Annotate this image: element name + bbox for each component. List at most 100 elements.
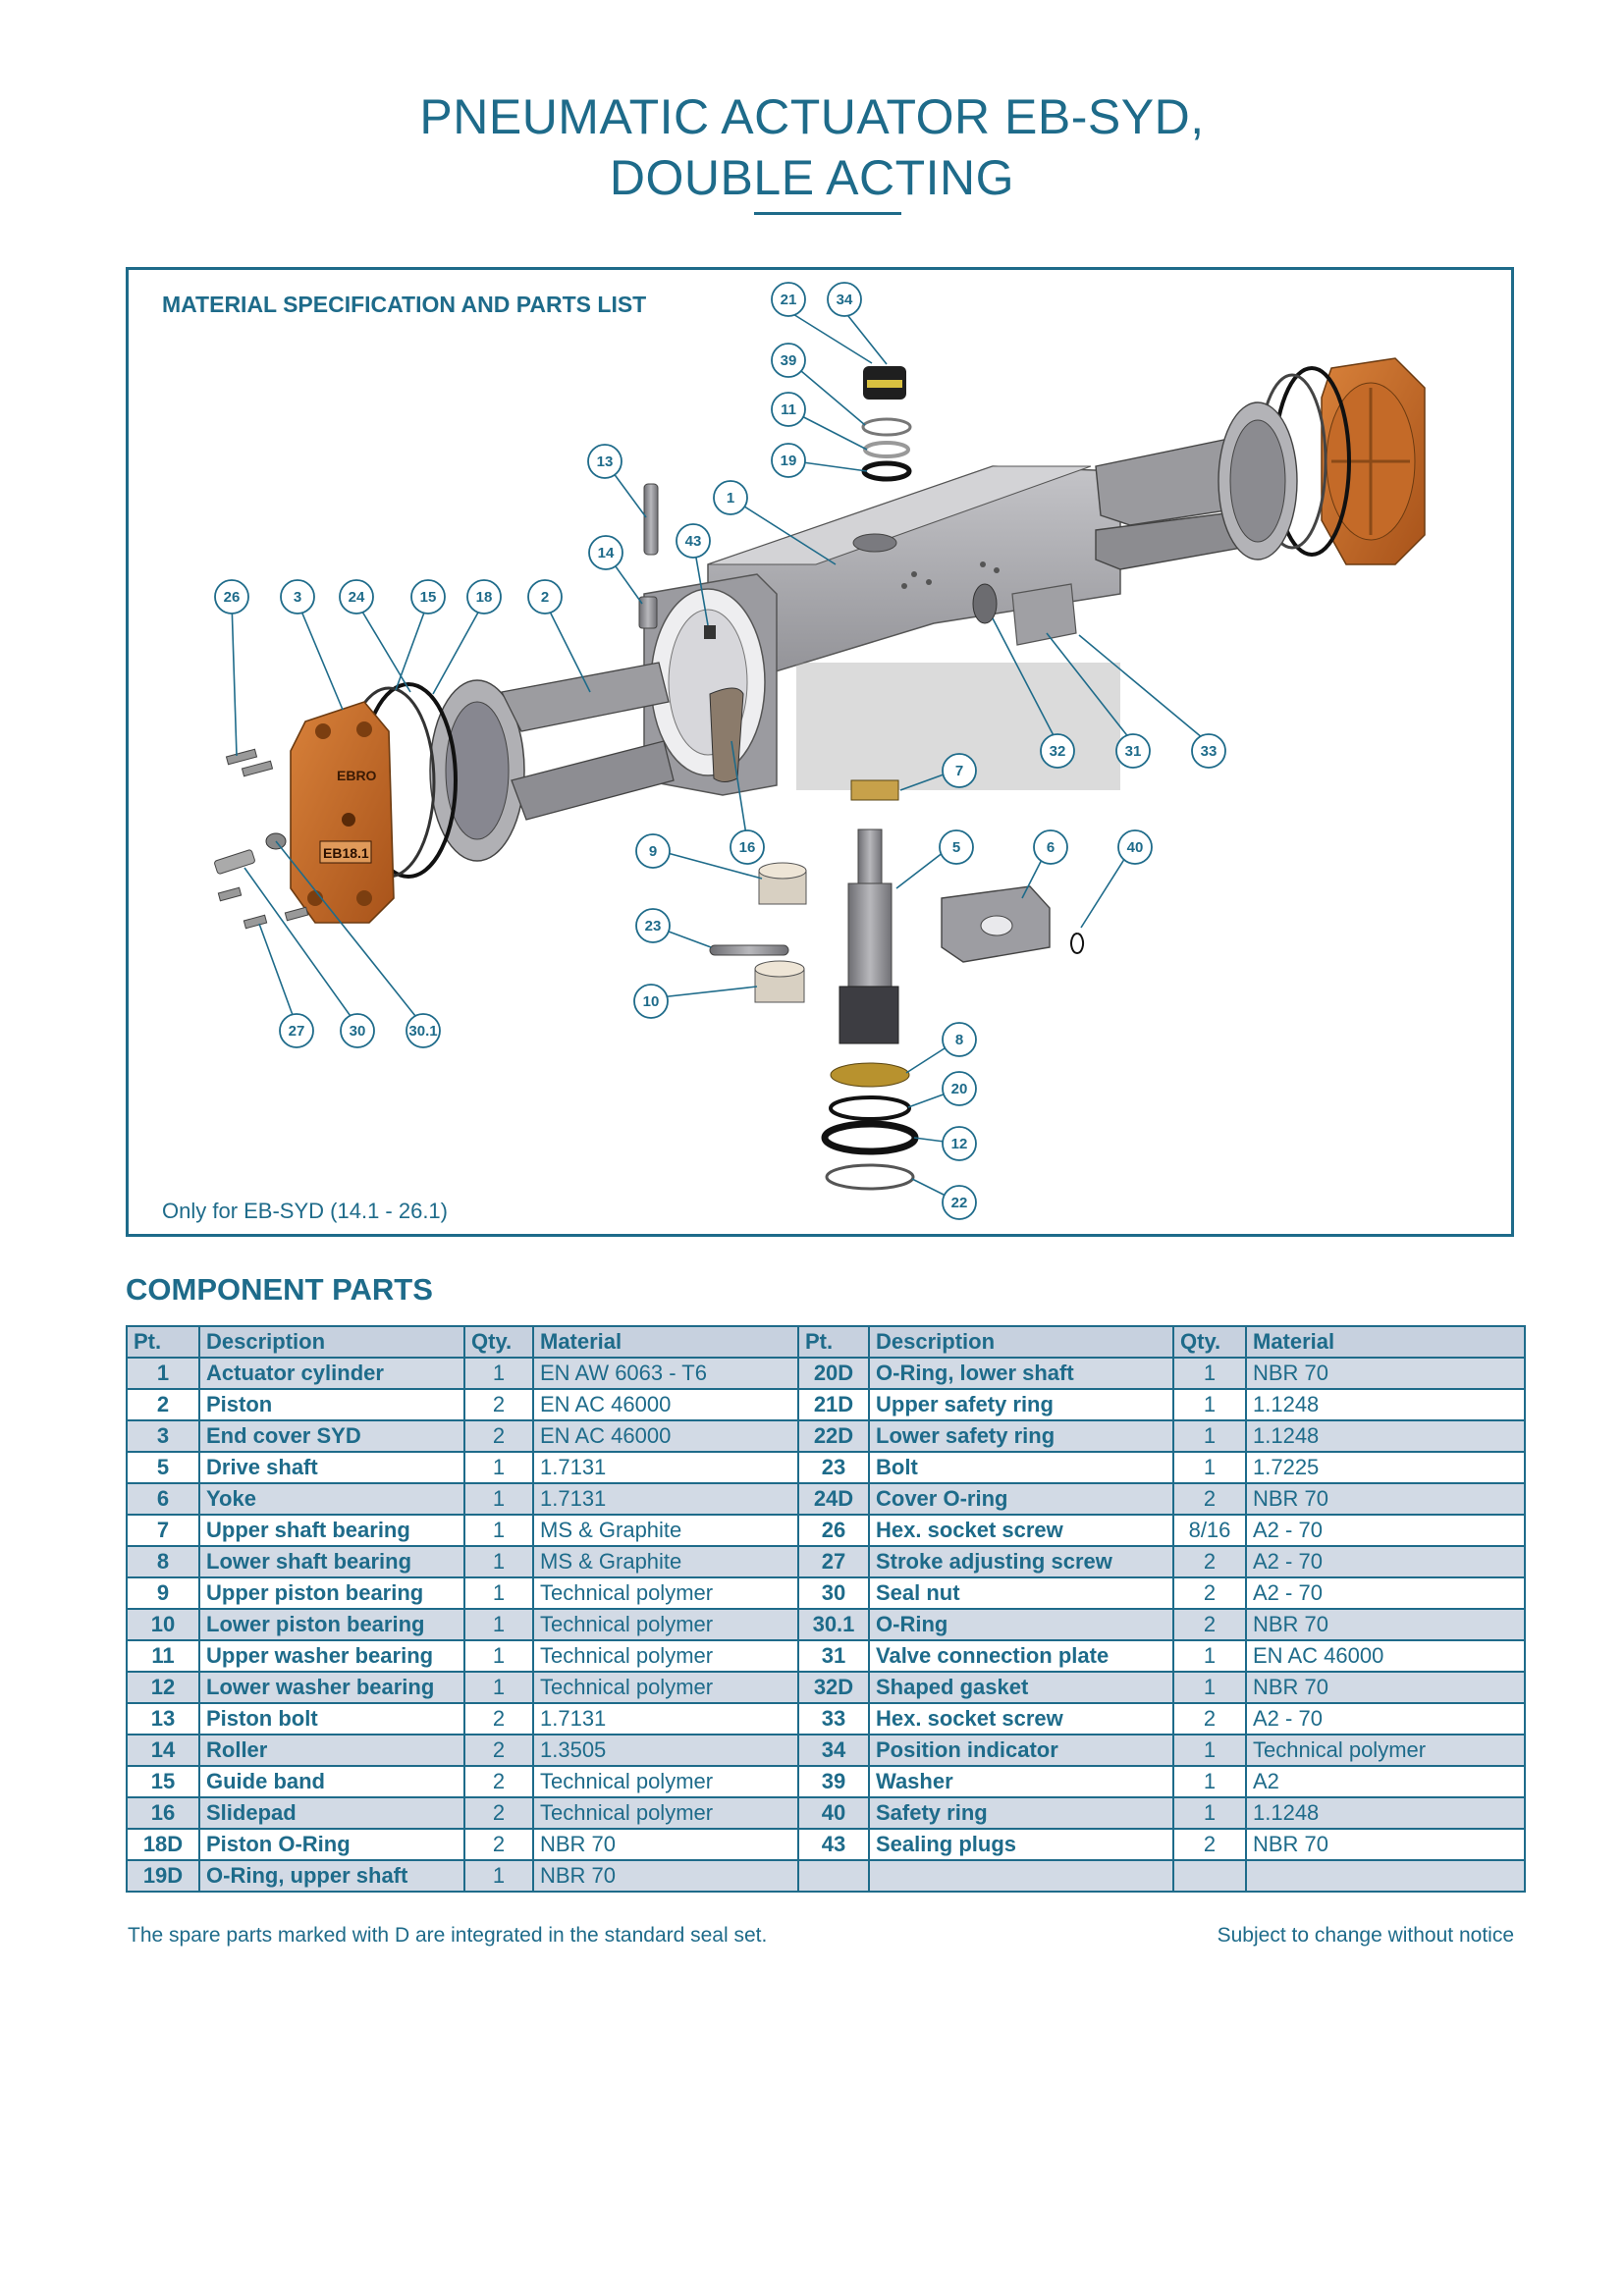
part-material: Technical polymer xyxy=(532,1639,799,1673)
callout-15: 15 xyxy=(410,579,446,614)
part-number: 20D xyxy=(797,1357,870,1390)
part-description: Upper piston bearing xyxy=(198,1576,465,1610)
valve-plate-part xyxy=(1011,583,1077,646)
change-notice-footnote: Subject to change without notice xyxy=(1217,1924,1514,1947)
part-material: EN AC 46000 xyxy=(532,1388,799,1421)
svg-text:15: 15 xyxy=(420,589,437,606)
part-material: EN AW 6063 - T6 xyxy=(532,1357,799,1390)
svg-text:30.1: 30.1 xyxy=(408,1023,437,1040)
callout-10: 10 xyxy=(633,984,669,1019)
part-quantity: 1 xyxy=(1172,1796,1247,1830)
part-quantity: 2 xyxy=(463,1734,534,1767)
part-quantity: 1 xyxy=(463,1639,534,1673)
part-number: 32D xyxy=(797,1671,870,1704)
shaped-gasket-part xyxy=(972,583,998,624)
part-description: Piston O-Ring xyxy=(198,1828,465,1861)
callout-40: 40 xyxy=(1117,829,1153,865)
part-quantity: 2 xyxy=(1172,1702,1247,1735)
part-number: 13 xyxy=(126,1702,200,1735)
part-description: Lower piston bearing xyxy=(198,1608,465,1641)
part-material: Technical polymer xyxy=(532,1608,799,1641)
part-number: 18D xyxy=(126,1828,200,1861)
part-description: Yoke xyxy=(198,1482,465,1516)
part-material: MS & Graphite xyxy=(532,1514,799,1547)
part-number: 9 xyxy=(126,1576,200,1610)
callout-8: 8 xyxy=(942,1022,977,1057)
part-material: NBR 70 xyxy=(1245,1828,1526,1861)
component-parts-title: COMPONENT PARTS xyxy=(126,1272,433,1307)
part-number: 11 xyxy=(126,1639,200,1673)
part-description: O-Ring, lower shaft xyxy=(868,1357,1174,1390)
part-material: MS & Graphite xyxy=(532,1545,799,1578)
part-number: 10 xyxy=(126,1608,200,1641)
part-quantity xyxy=(1172,1859,1247,1893)
part-number: 3 xyxy=(126,1419,200,1453)
callout-6: 6 xyxy=(1033,829,1068,865)
part-description: Roller xyxy=(198,1734,465,1767)
part-number: 8 xyxy=(126,1545,200,1578)
part-description: Guide band xyxy=(198,1765,465,1798)
part-quantity: 1 xyxy=(463,1545,534,1578)
part-quantity: 2 xyxy=(463,1765,534,1798)
callout-24: 24 xyxy=(339,579,374,614)
washer-part xyxy=(861,417,912,437)
upper-washer-bearing-part xyxy=(863,441,910,458)
svg-text:43: 43 xyxy=(685,533,702,550)
part-number: 30.1 xyxy=(797,1608,870,1641)
svg-text:22: 22 xyxy=(951,1195,968,1211)
svg-text:1: 1 xyxy=(727,490,734,507)
svg-text:31: 31 xyxy=(1125,743,1142,760)
svg-text:34: 34 xyxy=(837,292,853,308)
col-header-description: Description xyxy=(198,1325,465,1359)
part-number: 43 xyxy=(797,1828,870,1861)
part-material: NBR 70 xyxy=(1245,1357,1526,1390)
part-material xyxy=(1245,1859,1526,1893)
part-material: A2 - 70 xyxy=(1245,1702,1526,1735)
part-description: Actuator cylinder xyxy=(198,1357,465,1390)
part-quantity: 1 xyxy=(463,1357,534,1390)
title-line-1: PNEUMATIC ACTUATOR EB-SYD, xyxy=(419,89,1205,144)
lower-safety-ring-part xyxy=(825,1163,915,1191)
part-quantity: 1 xyxy=(1172,1419,1247,1453)
lower-piston-bearing-part xyxy=(754,960,805,1003)
callout-26: 26 xyxy=(214,579,249,614)
svg-text:32: 32 xyxy=(1050,743,1066,760)
part-description xyxy=(868,1859,1174,1893)
part-material: Technical polymer xyxy=(532,1796,799,1830)
drawing-heading: MATERIAL SPECIFICATION AND PARTS LIST xyxy=(162,292,647,317)
svg-text:13: 13 xyxy=(597,454,614,470)
part-quantity: 1 xyxy=(1172,1671,1247,1704)
part-description: Stroke adjusting screw xyxy=(868,1545,1174,1578)
svg-text:9: 9 xyxy=(649,843,657,860)
callout-11: 11 xyxy=(771,392,806,427)
part-material: 1.1248 xyxy=(1245,1419,1526,1453)
part-material: 1.7131 xyxy=(532,1451,799,1484)
part-quantity: 2 xyxy=(463,1796,534,1830)
callout-30-1: 30.1 xyxy=(406,1013,441,1048)
part-material: NBR 70 xyxy=(1245,1482,1526,1516)
col-header-material-2: Material xyxy=(1245,1325,1526,1359)
part-quantity: 1 xyxy=(1172,1639,1247,1673)
piston-bolt-part xyxy=(643,483,659,556)
callout-1: 1 xyxy=(713,480,748,515)
callout-32: 32 xyxy=(1040,733,1075,769)
callout-34: 34 xyxy=(827,282,862,317)
part-number: 33 xyxy=(797,1702,870,1735)
part-description: Washer xyxy=(868,1765,1174,1798)
slidepad-part xyxy=(709,687,744,782)
svg-text:20: 20 xyxy=(951,1081,968,1097)
callout-22: 22 xyxy=(942,1185,977,1220)
col-header-material: Material xyxy=(532,1325,799,1359)
part-quantity: 1 xyxy=(463,1576,534,1610)
part-material: A2 - 70 xyxy=(1245,1545,1526,1578)
cover-model-marking: EB18.1 xyxy=(323,845,369,861)
part-description: Safety ring xyxy=(868,1796,1174,1830)
part-quantity: 2 xyxy=(1172,1608,1247,1641)
callout-13: 13 xyxy=(587,444,623,479)
